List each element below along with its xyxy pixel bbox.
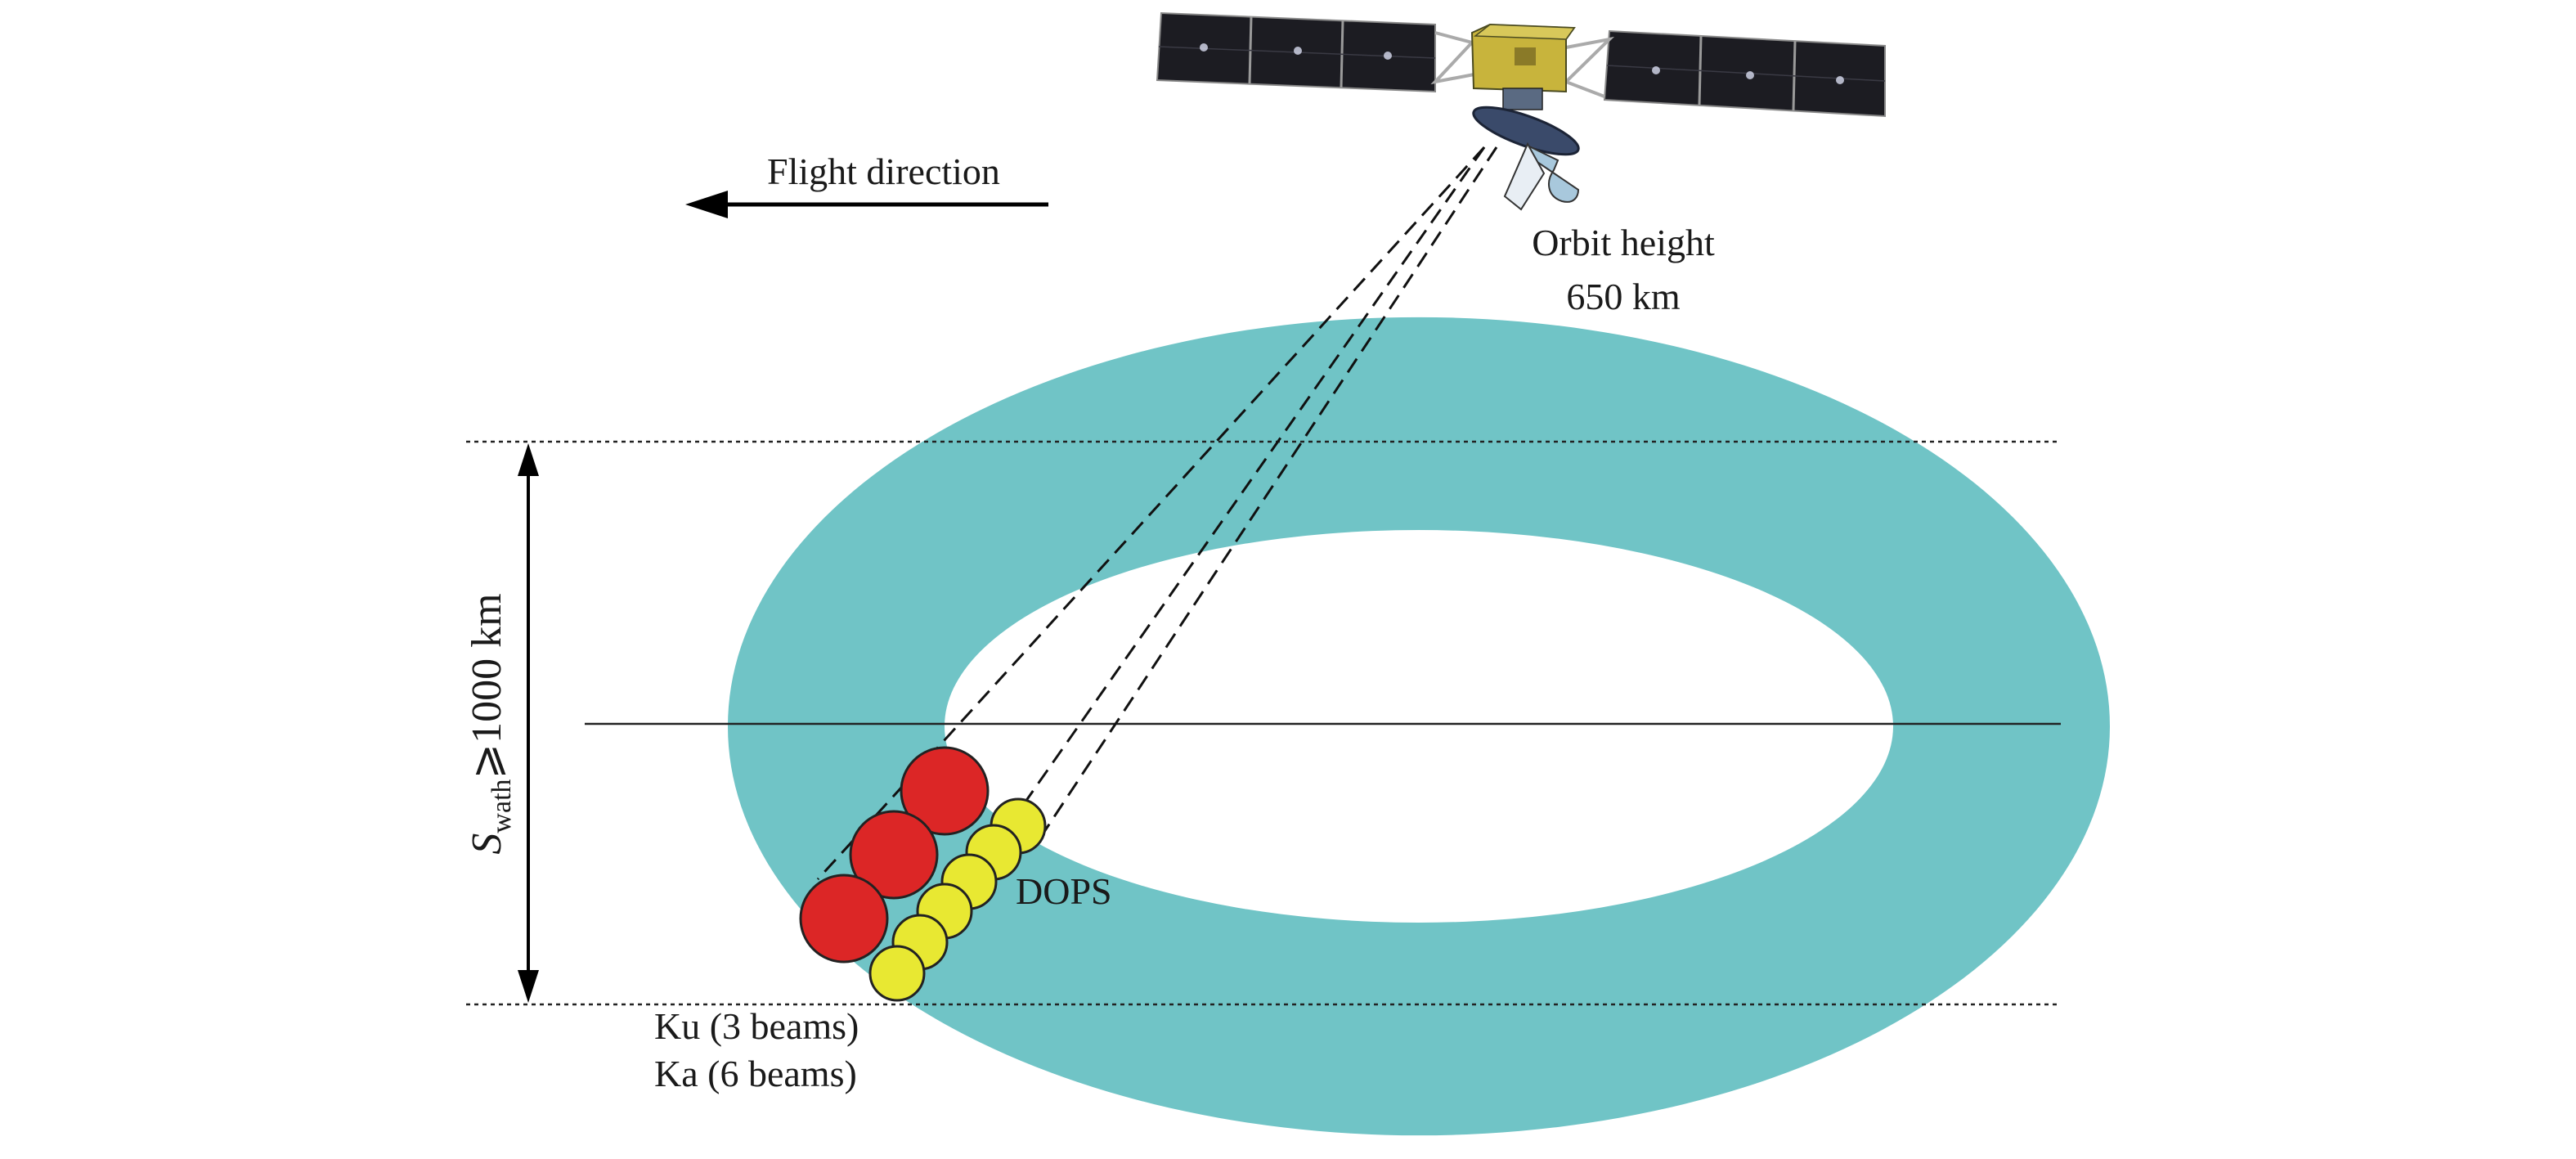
swath-dimension-arrow bbox=[518, 443, 539, 1003]
ku-beam bbox=[799, 874, 889, 964]
ka-beams-label: Ka (6 beams) bbox=[654, 1053, 857, 1094]
orbit-height-label: Orbit height bbox=[1532, 222, 1715, 263]
ku-beam bbox=[900, 746, 990, 836]
ku-beams bbox=[799, 746, 990, 964]
ku-beam bbox=[849, 810, 939, 900]
flight-direction-label: Flight direction bbox=[767, 150, 1000, 192]
swath-width-label: Swath⩾1000 km bbox=[464, 593, 517, 854]
antenna-dish bbox=[1472, 106, 1580, 156]
dops-label: DOPS bbox=[1016, 870, 1112, 912]
ka-beams bbox=[868, 797, 1047, 1002]
feed-arm bbox=[1524, 144, 1580, 203]
swath-ring bbox=[727, 317, 2110, 1136]
ku-beams-label: Ku (3 beams) bbox=[654, 1005, 859, 1047]
left-arrow-icon bbox=[685, 191, 1048, 218]
orbit-height-value: 650 km bbox=[1566, 276, 1681, 317]
ka-beam bbox=[868, 945, 926, 1002]
satellite-icon bbox=[1156, 11, 1886, 211]
